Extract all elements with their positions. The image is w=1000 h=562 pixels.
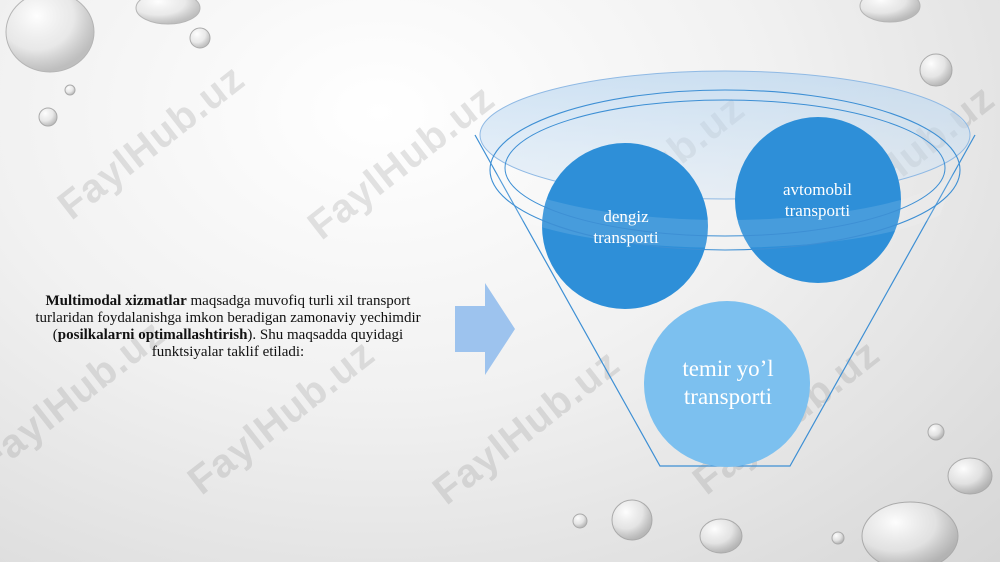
- circle-label-avtomobil: avtomobil transporti: [783, 180, 852, 220]
- circle-avtomobil: [735, 117, 901, 283]
- funnel-inner-ring: [489, 89, 961, 251]
- circle-dengiz: [542, 143, 708, 309]
- term-optimization: posilkalarni optimallashtirish: [57, 327, 248, 343]
- circle-label-dengiz: dengiz transporti: [593, 207, 659, 247]
- description-part-1: maqsadga muvofiq turli xil transport tur…: [35, 293, 421, 343]
- circle-temir: [644, 301, 810, 467]
- funnel-diagram: [474, 70, 976, 467]
- circle-label-temir: temir yo’l transporti: [682, 356, 774, 409]
- funnel-inner-ring: [504, 99, 946, 237]
- term-multimodal: Multimodal xizmatlar: [45, 293, 187, 309]
- description-text: Multimodal xizmatlar maqsadga muvofiq tu…: [18, 293, 438, 361]
- arrow-right-icon: [455, 283, 515, 375]
- description-part-2: ). Shu maqsadda quyidagi funktsiyalar ta…: [151, 327, 404, 360]
